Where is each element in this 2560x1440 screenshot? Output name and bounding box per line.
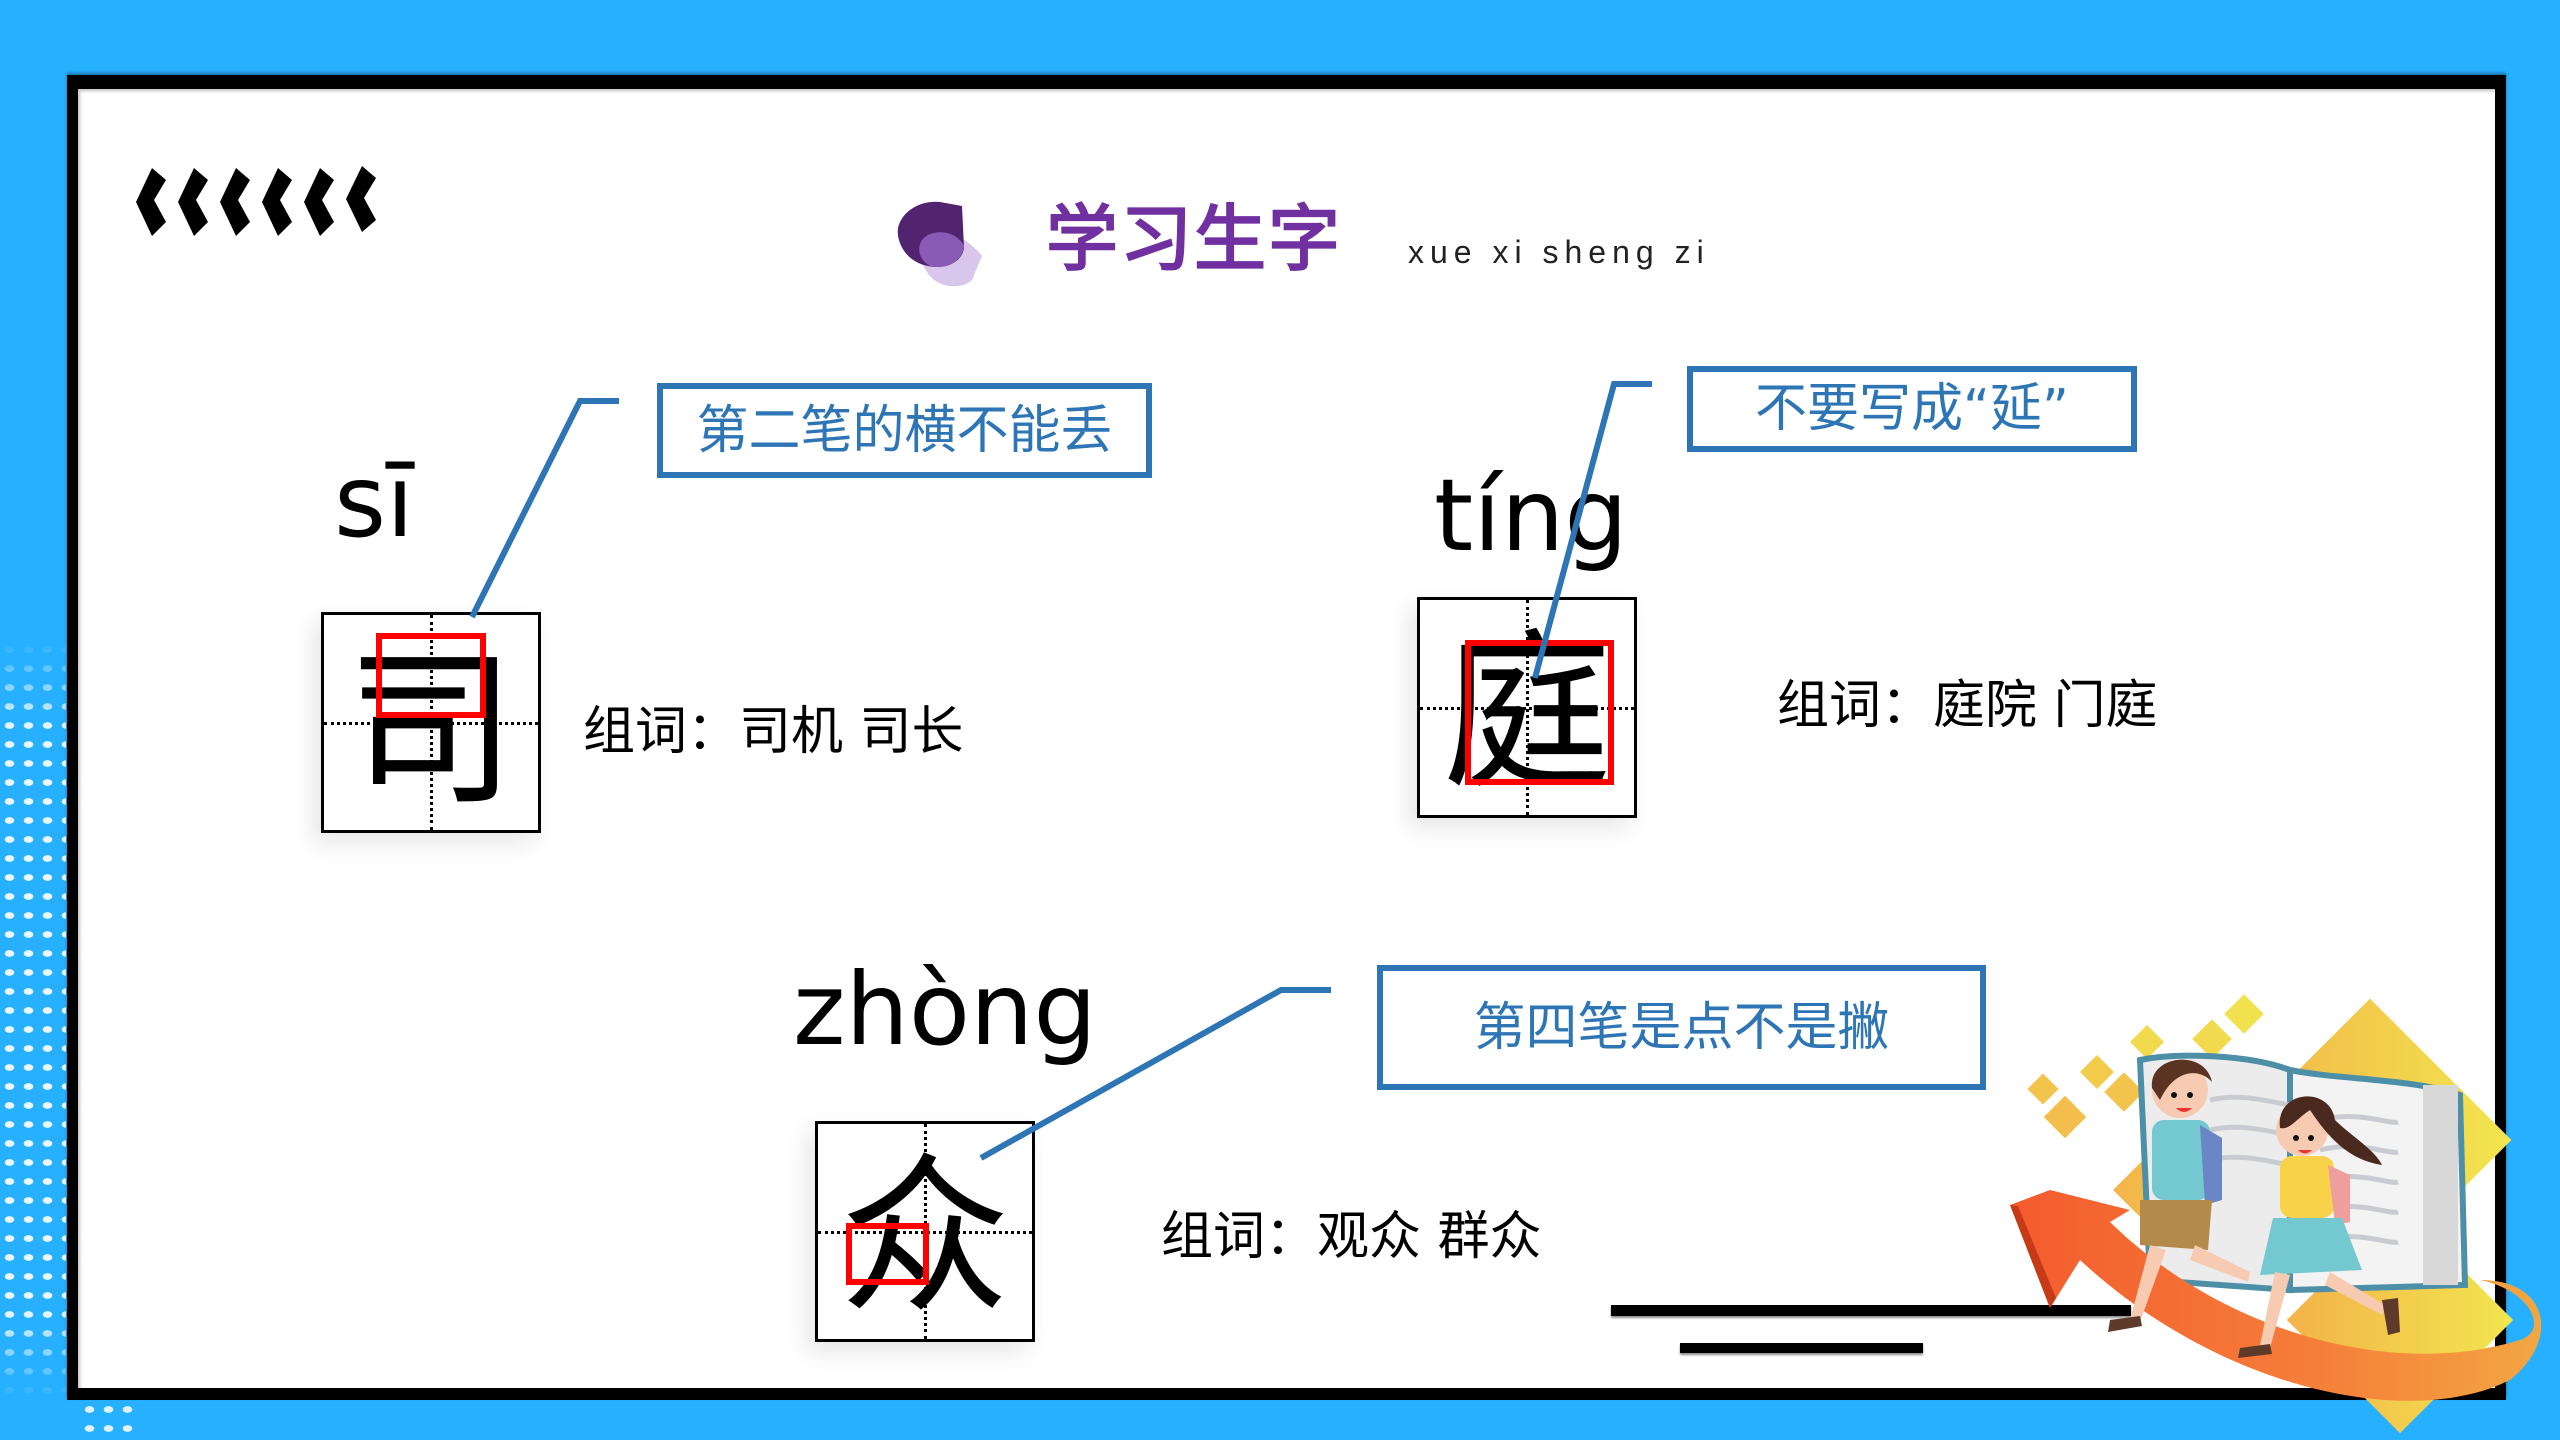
left-chevron-icon	[136, 168, 166, 236]
tianzige-box-si: 司	[321, 612, 541, 833]
stroke-highlight-si	[376, 633, 486, 718]
slide-frame	[67, 75, 2506, 1400]
page-subtitle-pinyin: xue xi sheng zi	[1408, 234, 1710, 270]
left-chevron-icon	[220, 168, 250, 236]
word-examples-ting: 组词：庭院 门庭	[1777, 676, 2158, 736]
purple-droplet-logo-icon	[897, 201, 982, 287]
left-chevron-icon	[262, 168, 292, 236]
pinyin-si: sī	[334, 443, 414, 560]
left-chevron-icon	[346, 166, 376, 232]
hanzi-si: 司	[345, 631, 516, 830]
note-callout-zhong: 第四笔是点不是撇	[1377, 965, 1986, 1090]
note-text-si: 第二笔的横不能丢	[696, 400, 1113, 461]
note-text-zhong: 第四笔是点不是撇	[1473, 997, 1890, 1058]
pinyin-ting: tíng	[1434, 457, 1628, 574]
page-title: 学习生字	[1046, 197, 1343, 281]
note-callout-ting: 不要写成“延”	[1687, 366, 2137, 452]
decorative-line-short	[1680, 1343, 1923, 1353]
pinyin-zhong: zhòng	[793, 951, 1097, 1068]
note-callout-si: 第二笔的横不能丢	[657, 383, 1152, 478]
stroke-highlight-zhong	[846, 1223, 929, 1285]
word-examples-zhong: 组词：观众 群众	[1161, 1207, 1542, 1267]
decorative-line-long	[1611, 1305, 2131, 1316]
stroke-highlight-ting	[1465, 640, 1614, 785]
left-chevron-icon	[178, 168, 208, 236]
note-text-ting: 不要写成“延”	[1755, 379, 2069, 439]
left-chevron-icon	[304, 168, 334, 236]
dot-pattern-decoration	[0, 640, 66, 1400]
dot-pattern-decoration-bottom	[80, 1400, 140, 1440]
word-examples-si: 组词：司机 司长	[583, 702, 964, 762]
children-running-with-book-illustration	[2010, 994, 2542, 1434]
